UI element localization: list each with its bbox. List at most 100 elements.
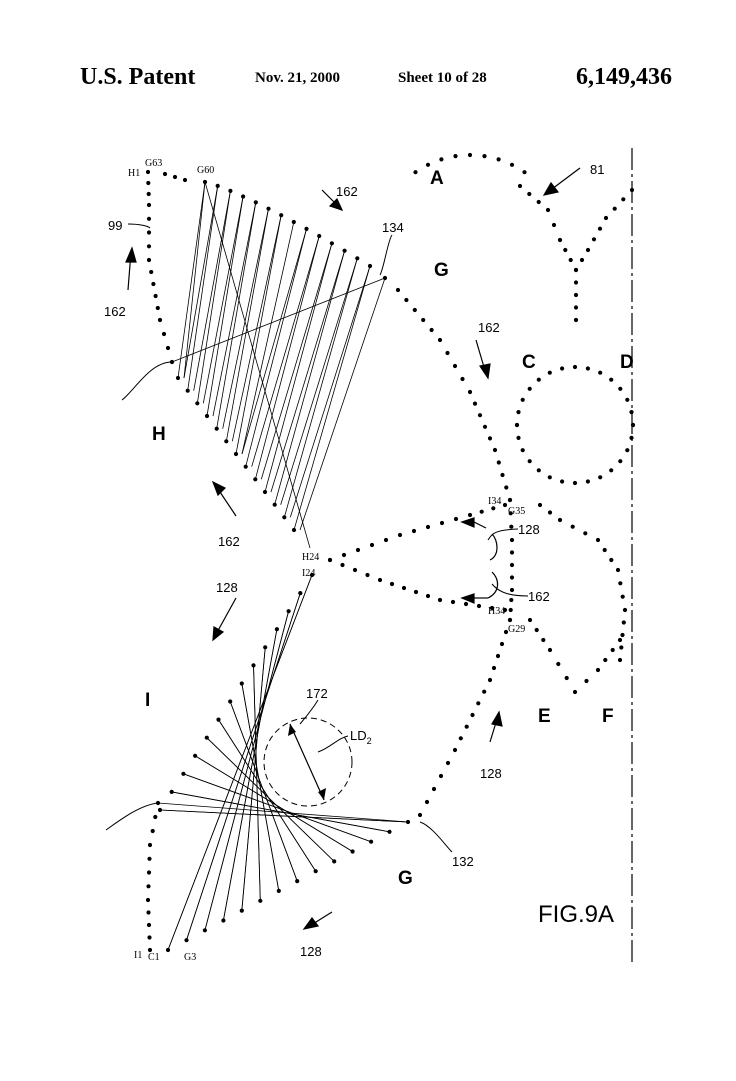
path-dot	[437, 337, 443, 343]
thread-line	[167, 574, 313, 951]
path-dot	[557, 237, 563, 243]
path-dot	[572, 689, 578, 695]
path-dot	[184, 938, 189, 943]
path-dot	[487, 436, 493, 441]
path-dot	[545, 207, 551, 213]
path-dot	[509, 162, 515, 167]
path-dot	[547, 370, 552, 375]
path-dot	[591, 237, 597, 242]
figure-caption: FIG.9A	[538, 901, 614, 928]
path-dot	[342, 248, 347, 253]
path-dot	[537, 502, 543, 508]
path-dot	[507, 497, 513, 503]
thread-line	[204, 181, 311, 549]
path-dot	[508, 607, 513, 613]
ref-128-d: 128	[300, 944, 322, 959]
path-dot	[509, 575, 515, 580]
path-dot	[536, 468, 541, 473]
ref-172: 172	[306, 686, 328, 701]
thread-line	[241, 683, 280, 891]
path-dot	[520, 397, 525, 402]
region-label-g-top: G	[434, 260, 449, 281]
thread-line	[171, 277, 386, 363]
thread-line	[204, 611, 289, 931]
path-dot	[395, 287, 401, 293]
path-dot	[458, 736, 463, 741]
thread-line	[260, 243, 333, 480]
path-dot	[516, 410, 521, 415]
path-dot	[279, 213, 284, 218]
path-dot	[609, 557, 614, 563]
path-dot	[595, 667, 601, 673]
path-dot	[573, 292, 579, 298]
thread-line	[222, 208, 269, 429]
path-dot	[534, 627, 539, 633]
path-dot	[355, 547, 361, 553]
path-dot	[598, 475, 603, 480]
path-dot	[482, 154, 487, 159]
path-dot	[585, 247, 591, 253]
patent-date: Nov. 21, 2000	[255, 70, 341, 86]
path-dot	[146, 180, 151, 186]
path-dot	[609, 377, 614, 382]
arrowhead-icon	[288, 724, 296, 736]
path-dot	[476, 701, 481, 706]
path-dot	[508, 511, 513, 516]
path-dot	[500, 472, 505, 478]
thread-line	[159, 809, 409, 823]
path-dot	[155, 305, 160, 311]
leader-lines	[105, 223, 529, 853]
path-dot	[453, 154, 458, 159]
path-dot	[182, 177, 188, 183]
path-dot	[621, 620, 626, 625]
path-dot	[622, 607, 628, 613]
thread-line	[253, 665, 261, 901]
diameter-arrow	[289, 723, 325, 801]
path-dot	[214, 426, 219, 431]
path-dot	[563, 247, 568, 253]
path-dot	[527, 191, 532, 197]
path-dot	[625, 397, 630, 402]
flow-arrows	[125, 167, 581, 930]
sheet-number: Sheet 10 of 28	[398, 70, 487, 86]
thread-line	[171, 791, 390, 833]
path-dot	[617, 637, 623, 643]
path-dot	[151, 281, 156, 287]
thread-line	[206, 196, 244, 417]
point-label-i1: I1	[134, 950, 142, 961]
path-dot	[509, 587, 515, 593]
thread-line	[202, 196, 244, 404]
path-dot	[425, 593, 431, 599]
path-dot	[573, 317, 579, 323]
path-dot	[272, 502, 277, 507]
path-dot	[612, 206, 617, 211]
path-dot	[495, 653, 501, 659]
path-dot	[517, 183, 523, 189]
path-dot	[146, 884, 151, 889]
path-dot	[602, 547, 607, 553]
path-dot	[509, 562, 515, 568]
path-dot	[585, 479, 591, 484]
path-dot	[429, 327, 434, 333]
path-dot	[547, 647, 553, 653]
path-dot	[153, 814, 158, 820]
path-dot	[597, 226, 603, 231]
path-dot	[560, 366, 565, 371]
path-dot	[327, 557, 333, 563]
thread-line	[241, 221, 295, 455]
path-dot	[147, 842, 153, 848]
path-dot	[556, 661, 561, 667]
point-label-g29: G29	[508, 624, 525, 635]
path-dot	[491, 506, 496, 511]
thread-line	[206, 737, 335, 862]
thread-line	[225, 208, 269, 442]
ref-128-b: 128	[216, 580, 238, 595]
path-dot	[489, 605, 495, 611]
path-dot	[482, 424, 488, 429]
region-label-f: F	[602, 706, 614, 727]
path-dot	[620, 594, 625, 599]
thread-line	[177, 181, 206, 379]
path-dot	[329, 241, 334, 246]
path-dot	[516, 435, 521, 440]
